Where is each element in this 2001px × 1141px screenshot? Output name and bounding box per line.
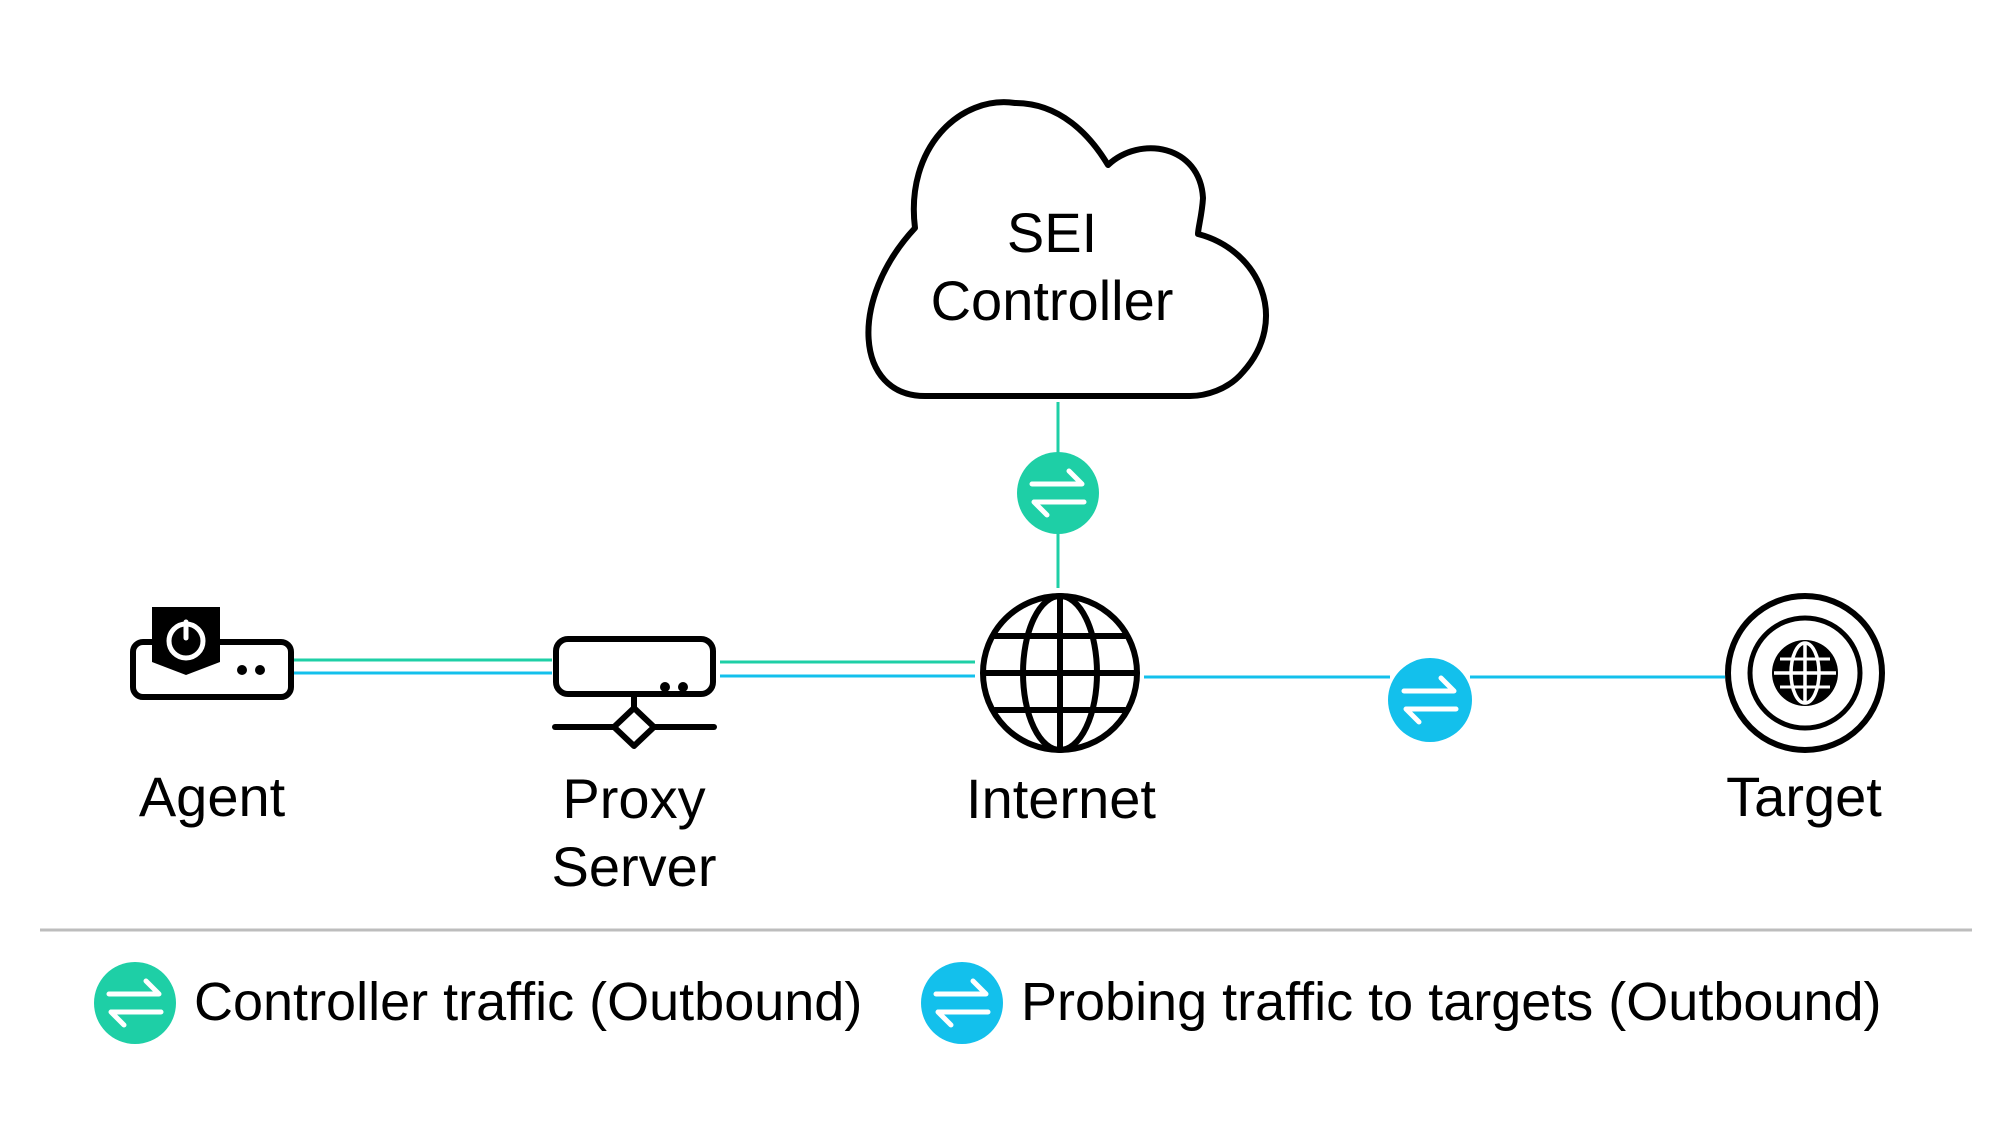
cloud-label-line1: SEI — [1007, 201, 1097, 264]
controller-traffic-badge — [1017, 452, 1099, 534]
legend-item-controller: Controller traffic (Outbound) — [94, 962, 862, 1044]
legend: Controller traffic (Outbound) Probing tr… — [94, 962, 1881, 1044]
connection-agent-proxy — [292, 658, 552, 675]
cloud-icon — [865, 99, 1269, 399]
agent-node: Agent — [130, 607, 294, 828]
proxy-label-line1: Proxy — [562, 767, 705, 830]
cloud-label-line2: Controller — [931, 269, 1174, 332]
agent-label: Agent — [139, 765, 286, 828]
proxy-label-line2: Server — [552, 835, 717, 898]
globe-icon — [980, 593, 1140, 753]
target-globe-icon — [1725, 593, 1885, 753]
agent-device-icon — [130, 607, 294, 700]
connection-proxy-internet — [720, 660, 975, 678]
target-node: Target — [1725, 593, 1885, 828]
target-label: Target — [1726, 765, 1882, 828]
sei-controller-node: SEI Controller — [865, 99, 1269, 399]
legend-probing-label: Probing traffic to targets (Outbound) — [1021, 972, 1881, 1032]
legend-item-probing: Probing traffic to targets (Outbound) — [921, 962, 1881, 1044]
proxy-server-icon — [552, 636, 717, 749]
internet-label: Internet — [966, 767, 1156, 830]
probing-traffic-badge — [1388, 658, 1472, 742]
proxy-server-node: Proxy Server — [552, 636, 717, 898]
legend-controller-label: Controller traffic (Outbound) — [194, 972, 862, 1032]
internet-node: Internet — [966, 593, 1156, 830]
